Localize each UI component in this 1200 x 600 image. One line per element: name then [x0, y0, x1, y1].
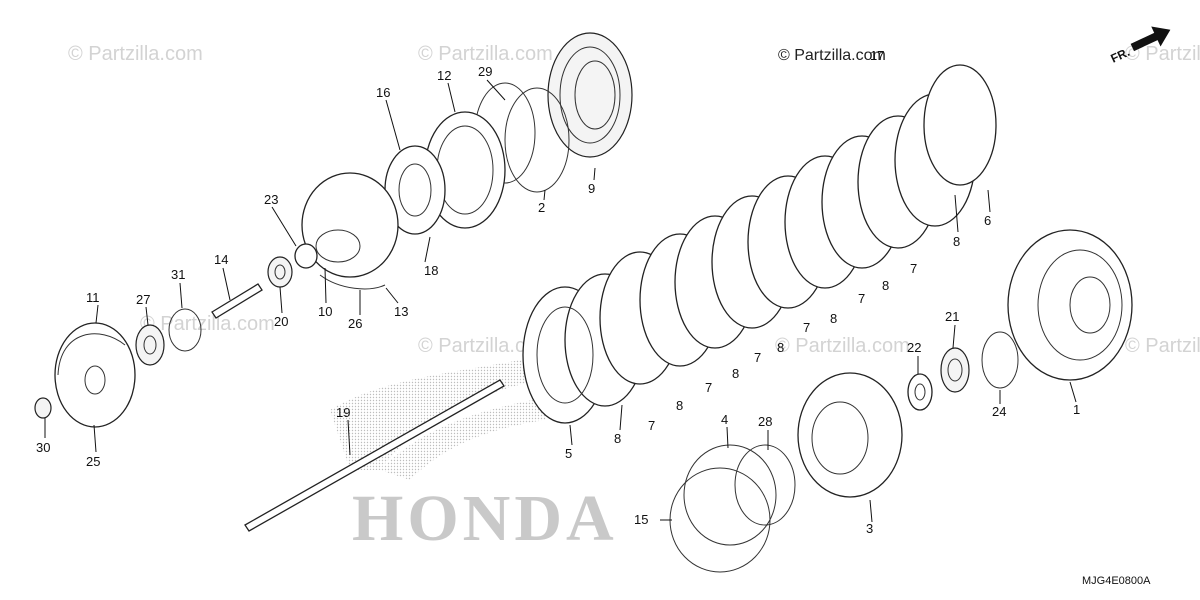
part-number-label: 10 [318, 304, 332, 319]
part-20-bearing [267, 256, 293, 288]
part-number-label: 26 [348, 316, 362, 331]
part-number-label: 8 [676, 398, 683, 413]
part-number-label: 7 [705, 380, 712, 395]
part-number-label: 21 [945, 309, 959, 324]
watermark-text: © Partzilla.com [1125, 335, 1200, 357]
honda-logo: HONDA [330, 345, 618, 555]
part-number-label: 8 [732, 366, 739, 381]
part-number-label: 12 [437, 68, 451, 83]
watermark-text: © Partzilla.com [418, 335, 553, 357]
part-number-label: 7 [910, 261, 917, 276]
part-19-shaft [244, 379, 505, 532]
watermark-text: © Partzilla.com [775, 335, 910, 357]
part-number-label: 8 [830, 311, 837, 326]
part-3-hub [797, 372, 903, 498]
watermarks: © Partzilla.com © Partzilla.com © Partzi… [68, 43, 1200, 357]
part-9-drum [547, 32, 633, 158]
part-number-label: 17 [870, 48, 884, 63]
part-number-label: 8 [953, 234, 960, 249]
part-24-ring [981, 331, 1019, 389]
part-number-labels: 1 2 3 4 5 6 9 10 11 12 13 14 15 16 17 18… [36, 48, 1080, 536]
part-number-label: 8 [777, 340, 784, 355]
part-number-label: 20 [274, 314, 288, 329]
part-number-label: 28 [758, 414, 772, 429]
part-number-label: 25 [86, 454, 100, 469]
part-28-ring [734, 444, 796, 526]
part-number-label: 7 [858, 291, 865, 306]
watermark-text: © Partzilla.com [1125, 43, 1200, 65]
part-number-label: 1 [1073, 402, 1080, 417]
part-number-label: 7 [648, 418, 655, 433]
part-number-label: 27 [136, 292, 150, 307]
part-number-label: 29 [478, 64, 492, 79]
part-number-label: 16 [376, 85, 390, 100]
part-30-nut [34, 397, 52, 419]
part-14-shaft [211, 283, 263, 319]
part-number-label: 2 [538, 200, 545, 215]
copyright-text: © Partzilla.com [778, 47, 886, 64]
part-number-label: 31 [171, 267, 185, 282]
part-number-label: 6 [984, 213, 991, 228]
part-23-oring [294, 243, 318, 269]
part-number-label: 18 [424, 263, 438, 278]
part-number-label: 23 [264, 192, 278, 207]
part-number-label: 30 [36, 440, 50, 455]
part-11-cap [54, 322, 136, 428]
part-number-label: 3 [866, 521, 873, 536]
part-number-label: 11 [86, 290, 100, 305]
right-arrow-icon [1130, 26, 1171, 52]
part-22-washer [907, 373, 933, 411]
part-number-label: 7 [803, 320, 810, 335]
watermark-text: © Partzilla.com [68, 43, 203, 65]
watermark-text: © Partzilla.com [140, 313, 275, 335]
part-21-nut [940, 347, 970, 393]
brand-text: HONDA [352, 482, 618, 555]
diagram-code: MJG4E0800A [1082, 575, 1151, 587]
part-4-ring [683, 444, 777, 546]
watermark-text: © Partzilla.com [418, 43, 553, 65]
part-2-ring [504, 87, 570, 193]
part-number-label: 22 [907, 340, 921, 355]
part-number-label: 14 [214, 252, 228, 267]
part-number-label: 8 [614, 431, 621, 446]
clutch-plate-stack [522, 64, 997, 424]
part-number-label: 24 [992, 404, 1006, 419]
part-number-label: 13 [394, 304, 408, 319]
part-1-basket [1007, 229, 1133, 381]
leader-lines [44, 79, 1077, 523]
part-number-label: 5 [565, 446, 572, 461]
part-number-label: 4 [721, 412, 728, 427]
part-10-cover [301, 172, 399, 290]
part-number-label: 8 [882, 278, 889, 293]
part-number-label: 9 [588, 181, 595, 196]
part-number-label: 19 [336, 405, 350, 420]
part-31-circlip [168, 308, 202, 352]
part-number-label: 7 [754, 350, 761, 365]
part-number-label: 15 [634, 512, 648, 527]
part-27-bearing [135, 324, 165, 366]
